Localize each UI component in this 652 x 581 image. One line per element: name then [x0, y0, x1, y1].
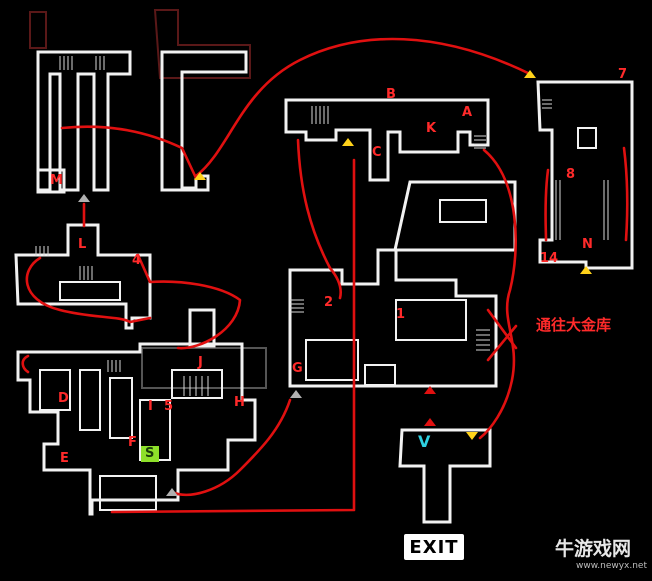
label-s: S [145, 446, 155, 461]
label-2: 2 [324, 295, 334, 310]
label-m: M [50, 173, 63, 188]
to-vault-label: 通往大金库 [536, 316, 612, 334]
route-path [21, 37, 629, 514]
label-a: A [462, 105, 473, 120]
label-n: N [582, 237, 593, 252]
watermark-url: www.newyx.net [576, 561, 648, 571]
markers [78, 70, 592, 496]
watermark-logo-text: 牛游戏网 [555, 538, 632, 560]
label-5: 5 [164, 399, 174, 414]
label-k: K [426, 121, 437, 136]
inactive-rooms [29, 9, 267, 389]
room-exit [398, 428, 492, 524]
room-central-top [284, 98, 490, 182]
label-f: F [128, 435, 137, 450]
label-i: I [148, 399, 153, 414]
label-8: 8 [566, 167, 576, 182]
label-v: V [418, 432, 431, 451]
label-4: 4 [132, 253, 142, 268]
label-14: 14 [540, 251, 559, 266]
label-c: C [372, 145, 382, 160]
label-j: J [198, 355, 203, 370]
label-g: G [292, 361, 303, 376]
label-b: B [386, 87, 396, 102]
exit-sign: EXIT [404, 534, 464, 560]
label-h: H [234, 395, 245, 410]
room-bottom-left [16, 308, 257, 516]
label-d: D [58, 391, 69, 406]
room-central-main [288, 180, 517, 388]
label-1: 1 [396, 307, 406, 322]
room-m-wing [36, 50, 132, 194]
label-e: E [60, 451, 69, 466]
label-l: L [78, 237, 87, 252]
room-upper-wing [160, 50, 248, 192]
label-7: 7 [618, 67, 628, 82]
room-right-wing [536, 80, 634, 270]
